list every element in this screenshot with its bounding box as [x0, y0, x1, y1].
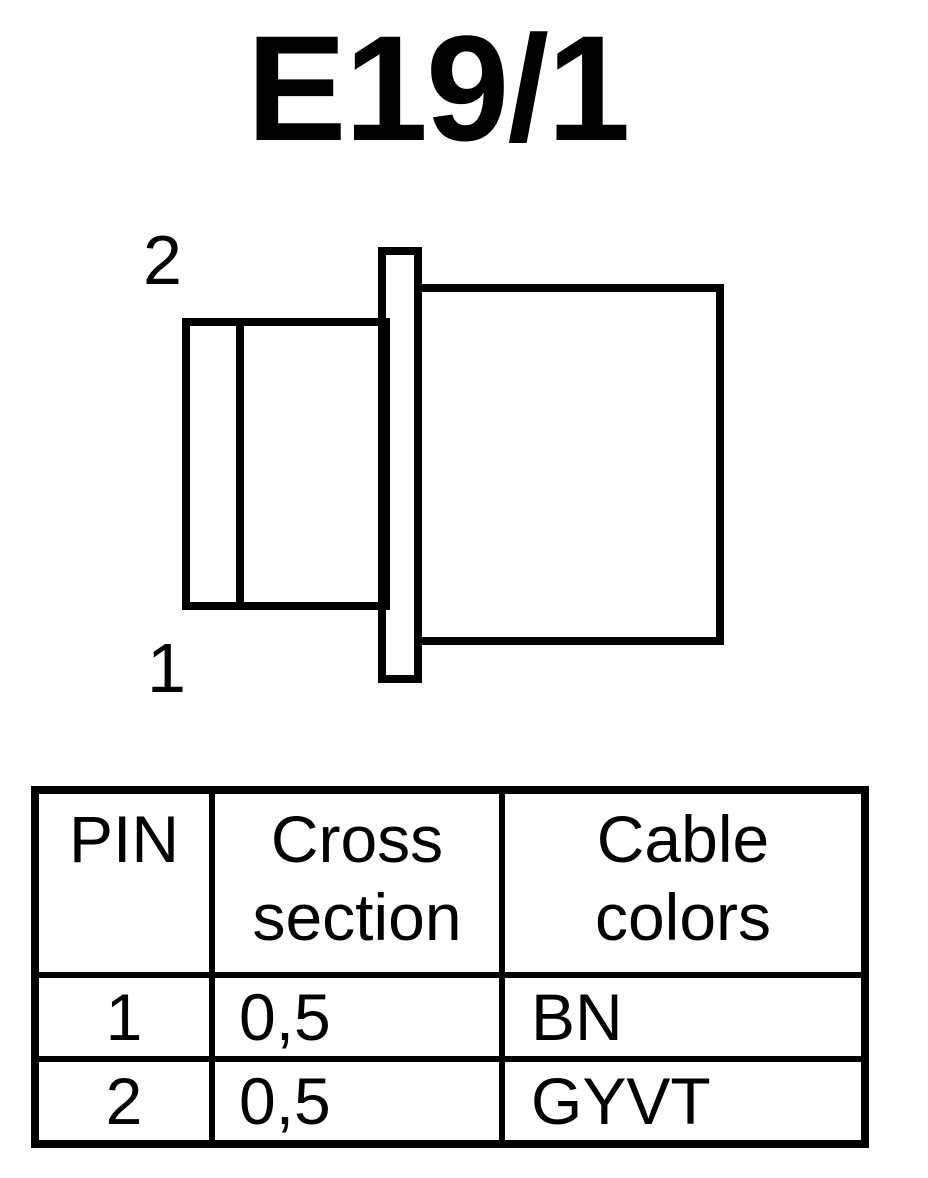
header-pin-label: PIN — [68, 802, 180, 876]
pin-1-label: 1 — [147, 629, 186, 707]
table-row: 2 0,5 GYVT — [32, 1056, 868, 1147]
header-cross-section-line-1: Cross — [270, 802, 444, 876]
pin-assignment-table: PIN Cross section Cable colors 1 0,5 BN … — [31, 786, 869, 1148]
header-cable-colors: Cable colors — [499, 787, 868, 978]
table-header-row: PIN Cross section Cable colors — [32, 787, 868, 978]
row-pin: 1 — [32, 972, 215, 1062]
connector-housing — [414, 284, 724, 645]
row-cable-color: BN — [499, 972, 868, 1062]
header-pin: PIN — [32, 787, 215, 978]
pin-2-label: 2 — [143, 221, 182, 299]
connector-title: E19/1 — [246, 4, 631, 172]
header-cable-colors-line-1: Cable — [596, 802, 770, 876]
table-row: 1 0,5 BN — [32, 972, 868, 1062]
connector-diagram: 2 1 — [143, 221, 724, 707]
header-cable-colors-line-2: colors — [594, 880, 772, 954]
row-pin: 2 — [32, 1056, 215, 1147]
row-cross-section: 0,5 — [209, 972, 505, 1062]
header-cross-section: Cross section — [209, 787, 505, 978]
row-cross-section: 0,5 — [209, 1056, 505, 1147]
connector-plug-body — [182, 318, 390, 610]
header-cross-section-line-2: section — [252, 880, 462, 954]
row-cable-color: GYVT — [499, 1056, 868, 1147]
